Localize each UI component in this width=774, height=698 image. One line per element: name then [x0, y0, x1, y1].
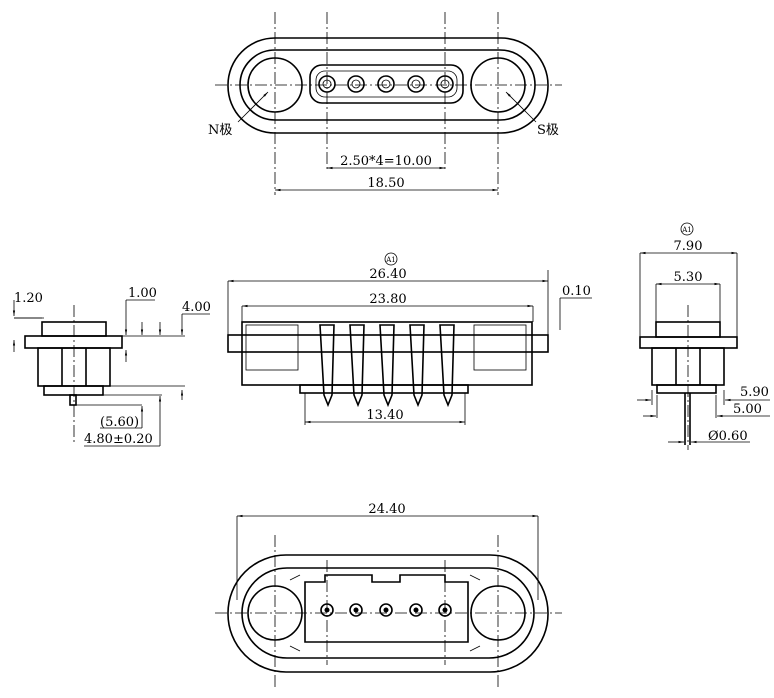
n-pole-label: N极	[208, 123, 232, 138]
total-height-dimension: 4.80±0.20	[84, 432, 153, 447]
front-section-view: A1 26.40 23.80 0.10 13.40	[227, 252, 592, 425]
bottom-length-dimension: 24.40	[368, 502, 405, 517]
pitch-dimension: 2.50*4=10.00	[340, 154, 432, 169]
cap-width-dimension: 5.30	[674, 270, 703, 285]
housing-outline-bottom	[227, 554, 549, 673]
flange-width-dimension: 7.90	[674, 239, 703, 254]
top-view: N极 S极 2.50*4=10.00 18.50	[208, 12, 562, 195]
overall-length-dimension: 26.40	[369, 267, 406, 282]
pins	[318, 75, 454, 93]
flange-thickness-dimension: 1.20	[14, 291, 43, 306]
foot-width-dimension: 5.00	[733, 402, 762, 417]
inner-length-dimension: 23.80	[369, 292, 406, 307]
body-width-dimension: 5.90	[740, 385, 769, 400]
pin-span-dimension: 13.40	[366, 408, 403, 423]
pins-bottom	[320, 603, 452, 617]
pin-diameter-dimension: Ø0.60	[708, 429, 748, 444]
s-pole-label: S极	[537, 123, 559, 138]
height-dimension: 4.00	[182, 300, 211, 315]
ref-height-dimension: (5.60)	[100, 415, 139, 430]
width-dimension: 18.50	[367, 176, 404, 191]
offset-dimension: 0.10	[562, 284, 591, 299]
datum-a1-right: A1	[681, 226, 692, 234]
step-dimension: 1.00	[128, 286, 157, 301]
right-side-view: A1 7.90 5.30 5.90 5.00 Ø0.60	[637, 222, 770, 450]
spring-pins	[319, 324, 455, 408]
left-side-view: 1.20 1.00 4.00 (5.60) 4.80±0.20	[12, 286, 211, 447]
bottom-view: 24.40	[215, 502, 562, 690]
housing-outline	[227, 37, 549, 134]
datum-a1: A1	[385, 256, 396, 264]
